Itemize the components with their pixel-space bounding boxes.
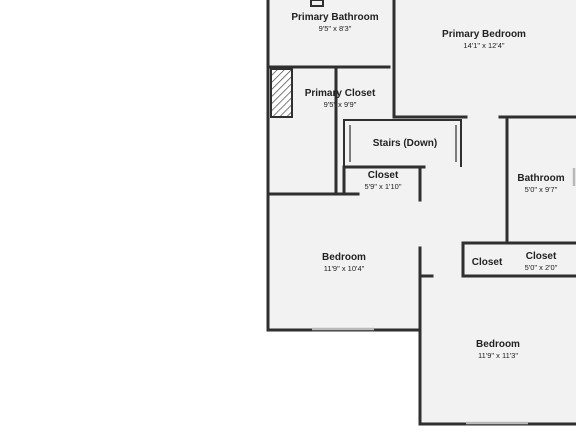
room-bathroom: Bathroom 5'0" x 9'7" <box>517 173 564 194</box>
floor-left-bedroom <box>268 195 422 330</box>
room-closet-right: Closet 5'0" x 2'0" <box>525 251 558 272</box>
room-bedroom-left: Bedroom 11'9" x 10'4" <box>322 252 366 273</box>
room-name: Primary Bathroom <box>291 12 378 23</box>
room-dimensions: 9'5" x 8'3" <box>319 24 352 33</box>
windows <box>312 168 576 425</box>
toilet-fixture <box>310 0 324 7</box>
room-name: Stairs (Down) <box>373 138 437 149</box>
floor-areas <box>268 0 576 425</box>
room-name: Closet <box>526 251 557 262</box>
room-stairs: Stairs (Down) <box>373 138 437 149</box>
room-dimensions: 5'9" x 1'10" <box>365 182 402 191</box>
room-name: Bathroom <box>517 173 564 184</box>
room-primary-bedroom: Primary Bedroom 14'1" x 12'4" <box>442 29 526 50</box>
room-name: Closet <box>472 257 503 268</box>
room-primary-closet: Primary Closet 9'5" x 9'9" <box>305 88 376 109</box>
room-name: Primary Closet <box>305 88 376 99</box>
duct-hatch <box>270 68 293 118</box>
room-small-closet: Closet <box>472 257 503 268</box>
room-dimensions: 9'5" x 9'9" <box>324 100 357 109</box>
room-dimensions: 11'9" x 10'4" <box>324 264 365 273</box>
floor-right <box>420 120 576 425</box>
room-dimensions: 14'1" x 12'4" <box>463 41 504 50</box>
room-name: Primary Bedroom <box>442 29 526 40</box>
room-hall-closet: Closet 5'9" x 1'10" <box>365 170 402 191</box>
room-dimensions: 5'0" x 2'0" <box>525 263 558 272</box>
room-name: Closet <box>368 170 399 181</box>
room-name: Bedroom <box>476 339 520 350</box>
room-dimensions: 5'0" x 9'7" <box>525 185 558 194</box>
room-dimensions: 11'9" x 11'3" <box>478 351 518 360</box>
room-primary-bathroom: Primary Bathroom 9'5" x 8'3" <box>291 12 378 33</box>
room-name: Bedroom <box>322 252 366 263</box>
room-bedroom-bottom: Bedroom 11'9" x 11'3" <box>476 339 520 360</box>
stairs-box <box>343 119 462 167</box>
